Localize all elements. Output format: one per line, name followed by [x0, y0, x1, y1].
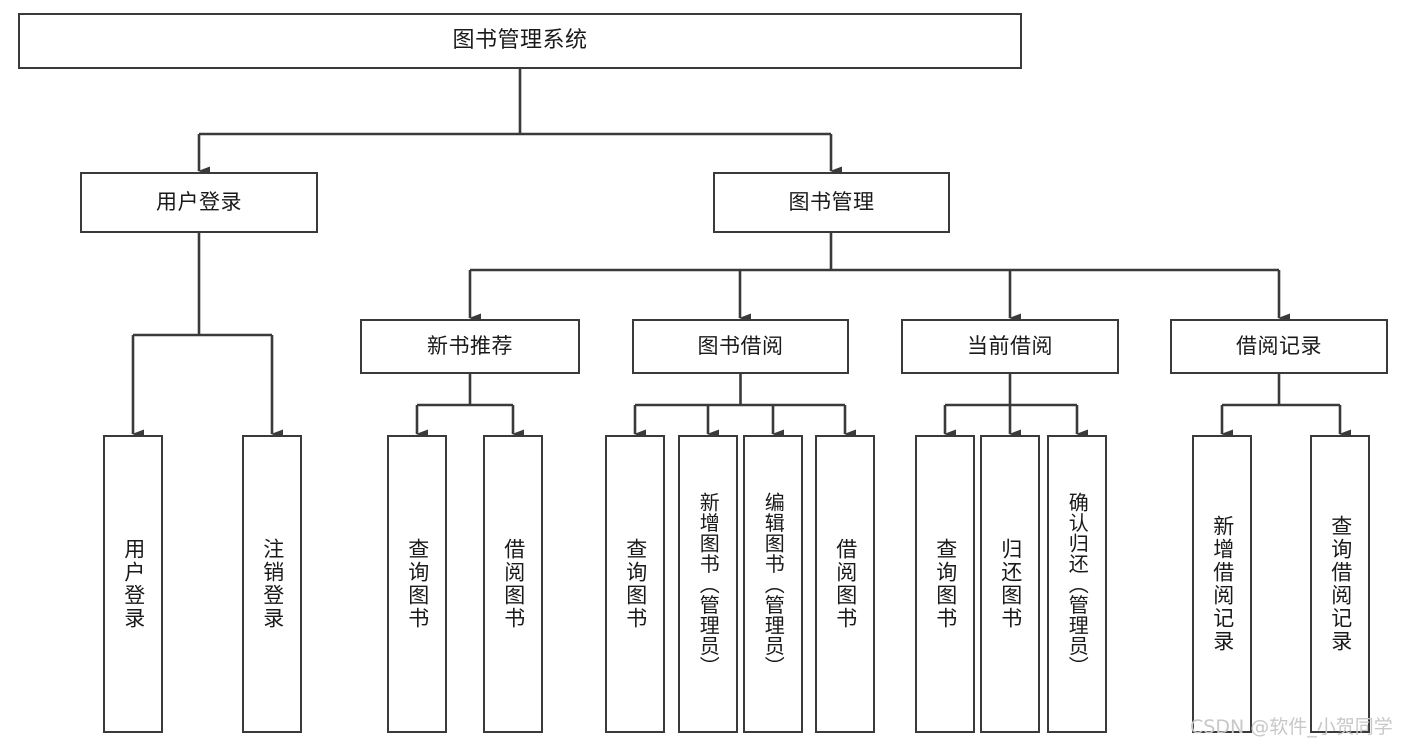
node-user-login[interactable]: 用户登录 [80, 172, 318, 233]
node-logout-leaf[interactable]: 注销登录 [242, 435, 302, 733]
node-user-login-leaf-label: 用户登录 [121, 538, 146, 630]
node-edit-book-admin[interactable]: 编辑图书（管理员） [743, 435, 803, 733]
node-borrow-book-borrow[interactable]: 借阅图书 [815, 435, 875, 733]
node-current-borrow-label: 当前借阅 [967, 334, 1053, 359]
node-borrow-book-recommend[interactable]: 借阅图书 [483, 435, 543, 733]
node-confirm-return-admin[interactable]: 确认归还（管理员） [1047, 435, 1107, 733]
node-add-book-admin[interactable]: 新增图书（管理员） [678, 435, 738, 733]
node-user-login-label: 用户登录 [156, 190, 242, 215]
node-return-book-current[interactable]: 归还图书 [980, 435, 1040, 733]
csdn-watermark: CSDN @软件_小贺同学 [1190, 716, 1393, 738]
node-root-label: 图书管理系统 [452, 28, 588, 54]
node-book-management[interactable]: 图书管理 [713, 172, 950, 233]
node-query-book-borrow-label: 查询图书 [623, 538, 648, 630]
node-book-management-label: 图书管理 [788, 190, 875, 215]
node-book-borrow-label: 图书借阅 [697, 334, 784, 359]
node-borrow-record[interactable]: 借阅记录 [1170, 319, 1388, 374]
node-borrow-book-borrow-label: 借阅图书 [833, 538, 858, 630]
node-new-book-recommend-label: 新书推荐 [427, 334, 513, 359]
node-user-login-leaf[interactable]: 用户登录 [103, 435, 163, 733]
node-borrow-book-recommend-label: 借阅图书 [501, 538, 526, 630]
node-add-borrow-record-label: 新增借阅记录 [1210, 515, 1235, 653]
node-query-book-recommend-label: 查询图书 [405, 538, 430, 630]
node-query-book-current[interactable]: 查询图书 [915, 435, 975, 733]
node-logout-leaf-label: 注销登录 [260, 538, 285, 630]
node-add-borrow-record[interactable]: 新增借阅记录 [1192, 435, 1252, 733]
node-query-book-borrow[interactable]: 查询图书 [605, 435, 665, 733]
node-query-book-current-label: 查询图书 [933, 538, 958, 630]
node-root[interactable]: 图书管理系统 [18, 13, 1022, 69]
node-query-borrow-record[interactable]: 查询借阅记录 [1310, 435, 1370, 733]
node-edit-book-admin-label: 编辑图书（管理员） [761, 491, 786, 677]
node-add-book-admin-label: 新增图书（管理员） [696, 491, 721, 677]
node-query-borrow-record-label: 查询借阅记录 [1328, 515, 1353, 653]
node-borrow-record-label: 借阅记录 [1236, 334, 1322, 359]
node-new-book-recommend[interactable]: 新书推荐 [360, 319, 580, 374]
node-confirm-return-admin-label: 确认归还（管理员） [1065, 491, 1090, 677]
node-query-book-recommend[interactable]: 查询图书 [387, 435, 447, 733]
node-return-book-current-label: 归还图书 [998, 538, 1023, 630]
node-book-borrow[interactable]: 图书借阅 [632, 319, 849, 374]
node-current-borrow[interactable]: 当前借阅 [901, 319, 1119, 374]
